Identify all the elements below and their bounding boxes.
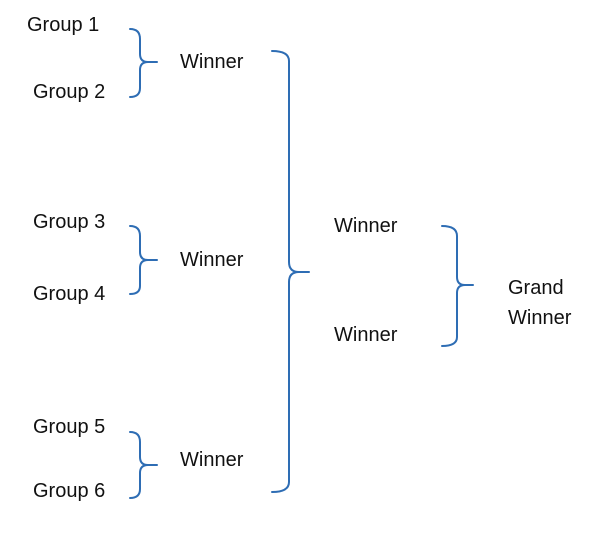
round2-winner-1-label: Winner: [334, 215, 398, 237]
grand-winner-label: Grand Winner: [508, 273, 571, 333]
group-3-label: Group 3: [33, 211, 106, 233]
group-1-label: Group 1: [27, 14, 100, 36]
group-5-label: Group 5: [33, 416, 106, 438]
round1-winner-1-label: Winner: [180, 51, 244, 73]
bracket-groups-5-6: [129, 431, 158, 499]
round2-winner-2-label: Winner: [334, 324, 398, 346]
bracket-groups-3-4: [129, 225, 158, 295]
grand-winner-line-2: Winner: [508, 307, 572, 329]
group-2-label: Group 2: [33, 81, 106, 103]
group-6-label: Group 6: [33, 480, 106, 502]
grand-winner-line-1: Grand: [508, 277, 564, 299]
group-4-label: Group 4: [33, 283, 106, 305]
bracket-round-2: [441, 225, 474, 347]
round1-winner-3-label: Winner: [180, 449, 244, 471]
bracket-round-1: [271, 50, 310, 493]
round1-winner-2-label: Winner: [180, 249, 244, 271]
bracket-groups-1-2: [129, 28, 158, 98]
